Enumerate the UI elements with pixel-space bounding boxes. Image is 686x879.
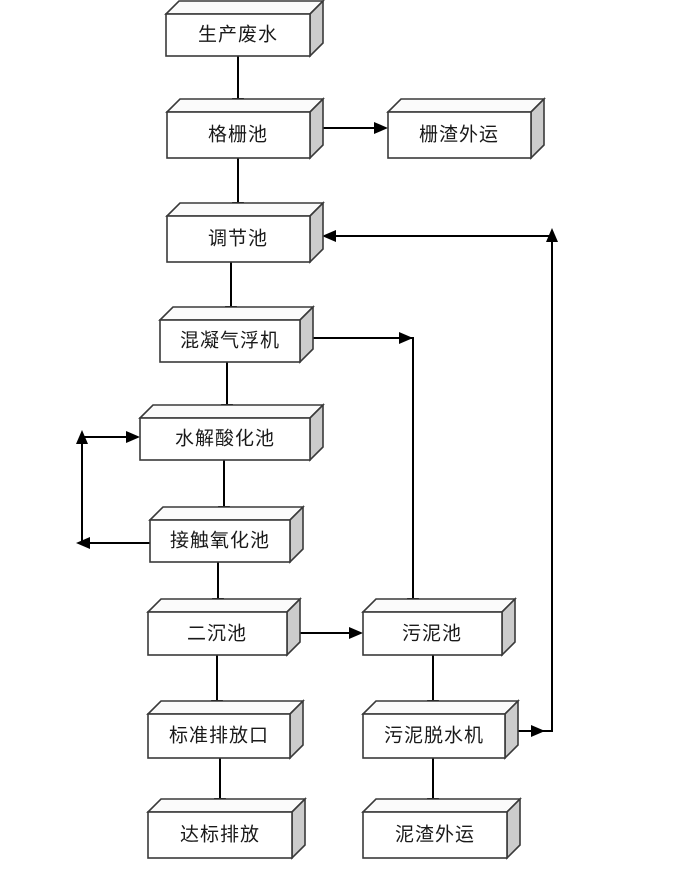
node-production-wastewater[interactable]: 生产废水 [164, 0, 325, 58]
node-compliant-discharge[interactable]: 达标排放 [146, 797, 307, 860]
node-standard-discharge-outlet[interactable]: 标准排放口 [146, 699, 305, 760]
node-sludge-tank[interactable]: 污泥池 [361, 597, 517, 657]
edge-filtrate-return-to-regulating-tank [322, 228, 558, 737]
node-label: 生产废水 [198, 23, 278, 45]
node-label: 格栅池 [208, 123, 268, 145]
node-label: 混凝气浮机 [180, 329, 280, 351]
node-label: 达标排放 [180, 823, 260, 845]
node-label: 调节池 [208, 227, 268, 249]
node-secondary-clarifier[interactable]: 二沉池 [146, 597, 302, 657]
edge-secondary-clarifier-to-sludge-tank [300, 627, 363, 639]
node-label: 栅渣外运 [419, 123, 499, 145]
node-label: 泥渣外运 [395, 823, 475, 845]
node-label: 接触氧化池 [170, 529, 270, 551]
node-grid-tank[interactable]: 格栅池 [165, 97, 325, 160]
node-label: 污泥池 [402, 622, 462, 644]
node-label: 二沉池 [187, 622, 247, 644]
node-label: 污泥脱水机 [384, 724, 484, 746]
node-label: 标准排放口 [169, 724, 269, 746]
node-hydrolysis-acidification-tank[interactable]: 水解酸化池 [138, 403, 325, 462]
node-label: 水解酸化池 [175, 427, 275, 449]
node-grid-residue-transport[interactable]: 栅渣外运 [386, 97, 546, 160]
edge-flotation-machine-to-sludge-tank [313, 332, 419, 612]
node-contact-oxidation-tank[interactable]: 接触氧化池 [148, 505, 305, 564]
edge-sludge-recycle-loop [76, 430, 150, 549]
node-sludge-residue-transport[interactable]: 泥渣外运 [361, 797, 522, 860]
node-coagulation-flotation-machine[interactable]: 混凝气浮机 [158, 305, 315, 364]
node-sludge-dewatering-machine[interactable]: 污泥脱水机 [361, 699, 520, 760]
edge-grid-tank-to-grid-residue-transport [323, 122, 388, 134]
node-regulating-tank[interactable]: 调节池 [165, 201, 325, 264]
